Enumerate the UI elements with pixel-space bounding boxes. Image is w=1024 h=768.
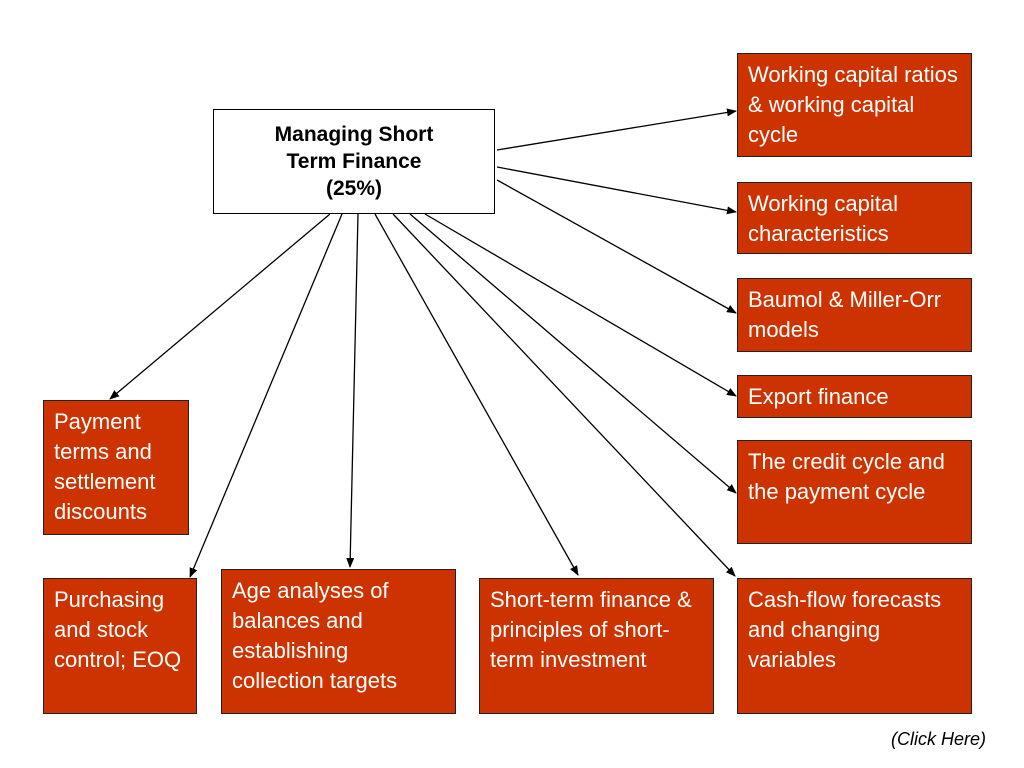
click-here-link[interactable]: (Click Here) [890, 729, 986, 749]
topic-label: Export finance [748, 384, 889, 409]
topic-label: The credit cycle and the payment cycle [748, 449, 945, 504]
topic-label: Age analyses of balances and establishin… [232, 578, 398, 693]
topic-node-purchasing[interactable]: Purchasing and stock control; EOQ [43, 578, 197, 714]
topic-label: Cash-flow forecasts and changing variabl… [748, 587, 942, 672]
arrow-to-payment-terms [109, 213, 331, 400]
arrow-to-credit-cycle [409, 213, 737, 494]
root-weighting: (25%) [325, 177, 383, 200]
arrow-to-age-analyses [346, 213, 359, 568]
topic-node-short-term[interactable]: Short-term finance & principles of short… [479, 578, 714, 714]
topic-node-credit-cycle[interactable]: The credit cycle and the payment cycle [737, 440, 972, 544]
topic-label: Baumol & Miller-Orr models [748, 287, 942, 342]
root-node-managing-short-term-finance: Managing Short Term Finance (25%) [213, 109, 495, 214]
topic-node-baumol[interactable]: Baumol & Miller-Orr models [737, 278, 972, 352]
topic-node-export[interactable]: Export finance [737, 375, 972, 418]
arrow-to-baumol [496, 179, 737, 314]
arrow-to-ratios [496, 108, 737, 151]
topic-node-age-analyses[interactable]: Age analyses of balances and establishin… [221, 569, 456, 714]
topic-label: Short-term finance & principles of short… [490, 587, 692, 672]
topic-label: Working capital ratios & working capital… [748, 62, 958, 147]
topic-node-characteristics[interactable]: Working capital characteristics [737, 182, 972, 254]
topic-label: Payment terms and settlement discounts [54, 409, 156, 524]
topic-label: Purchasing and stock control; EOQ [54, 587, 182, 672]
topic-node-payment-terms[interactable]: Payment terms and settlement discounts [43, 400, 189, 535]
root-title-line-1: Managing Short [274, 123, 434, 146]
arrow-to-cash-flow [392, 213, 736, 577]
arrow-to-export [424, 213, 737, 397]
topic-node-ratios[interactable]: Working capital ratios & working capital… [737, 53, 972, 157]
topic-node-cash-flow[interactable]: Cash-flow forecasts and changing variabl… [737, 578, 972, 714]
arrow-to-purchasing [189, 213, 343, 578]
root-title-line-2: Term Finance [286, 150, 422, 173]
arrow-to-characteristics [496, 166, 737, 215]
topic-label: Working capital characteristics [748, 191, 898, 246]
arrow-to-short-term [374, 213, 579, 576]
